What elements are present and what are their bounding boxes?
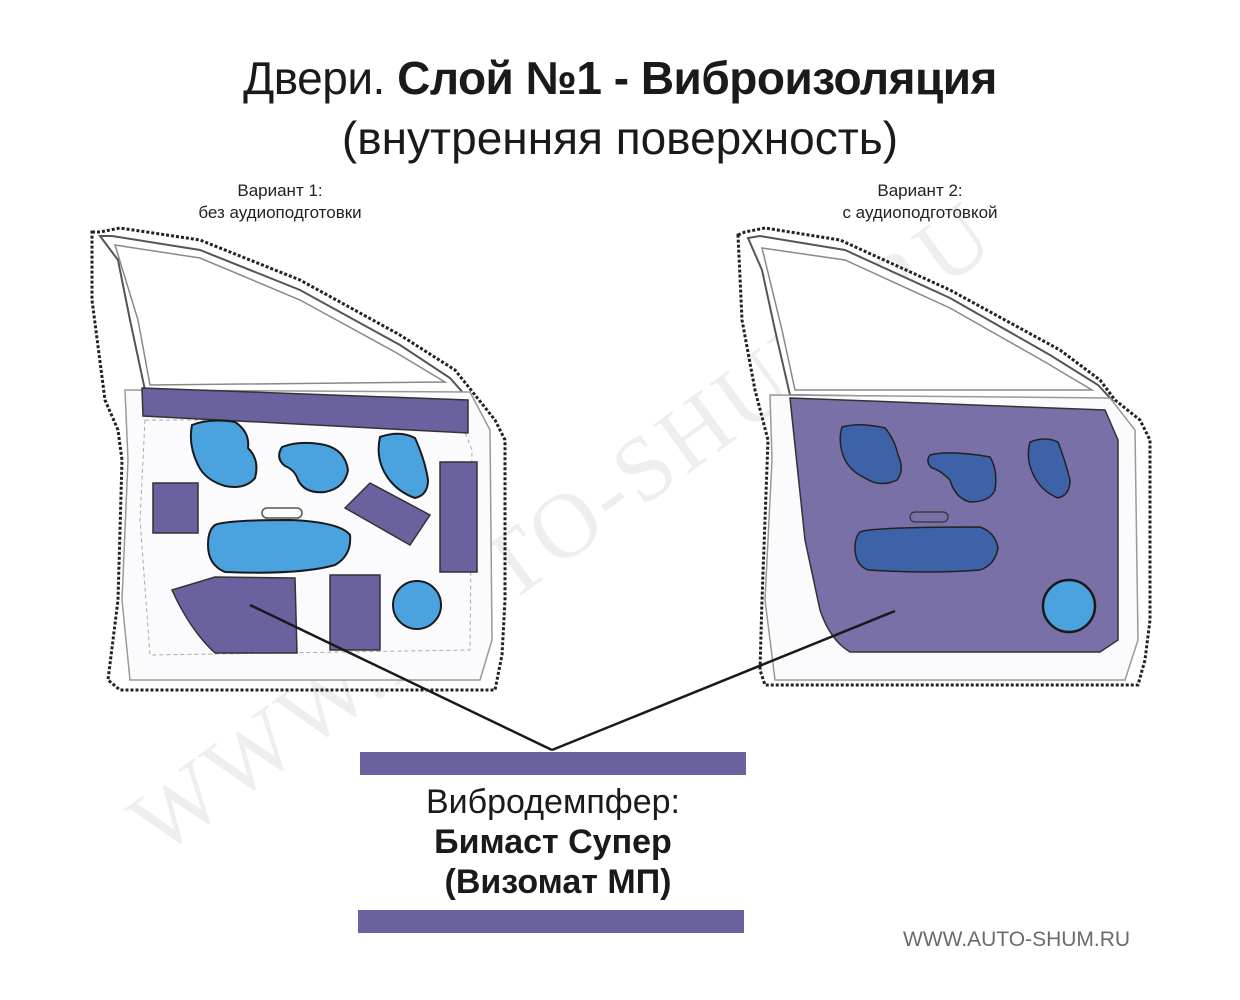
page-title: Двери. Слой №1 - Виброизоляция: [0, 52, 1240, 104]
speaker-opening-1: [392, 580, 442, 630]
legend-label: Вибродемпфер:: [426, 783, 680, 821]
damper-patch-mid-right: [343, 482, 432, 546]
damper-patch-left: [152, 482, 199, 534]
opening-2: [278, 441, 350, 494]
variant-1-description: без аудиоподготовки: [198, 203, 362, 222]
door-1-outline: [90, 226, 507, 692]
footer-site-url: WWW.AUTO-SHUM.RU: [903, 928, 1131, 951]
title-regular: Двери.: [243, 52, 398, 104]
damper-strip-top: [141, 387, 469, 434]
door-variant-1: [90, 226, 507, 692]
opening-dark-2: [927, 452, 997, 503]
opening-dark-3: [1027, 438, 1071, 499]
door-variant-2: [736, 226, 1152, 687]
variant-2-caption: Вариант 2: с аудиоподготовкой: [790, 180, 1050, 224]
variant-1-label: Вариант 1:: [237, 181, 323, 200]
legend-alt-material: (Визомат МП): [444, 863, 672, 901]
legend-swatch-bottom: [358, 910, 744, 933]
damper-patch-bottom-mid: [329, 574, 381, 651]
damper-patch-right-vertical: [439, 461, 478, 573]
variant-2-label: Вариант 2:: [877, 181, 963, 200]
opening-1: [189, 419, 258, 488]
title-bold: Слой №1 - Виброизоляция: [397, 52, 997, 104]
page-subtitle: (внутренняя поверхность): [341, 112, 899, 164]
damper-patch-bottom-left: [170, 576, 298, 654]
opening-dark-1: [839, 424, 902, 485]
legend-material: Бимаст Супер: [434, 823, 672, 861]
opening-dark-4: [854, 526, 999, 573]
opening-4: [206, 518, 352, 574]
legend-swatch-top: [360, 752, 746, 775]
variant-2-description: с аудиоподготовкой: [842, 203, 998, 222]
pointer-line-1: [249, 603, 553, 752]
variant-1-caption: Вариант 1: без аудиоподготовки: [150, 180, 410, 224]
opening-3: [377, 432, 430, 500]
speaker-opening-2: [1041, 578, 1097, 634]
pointer-line-2: [551, 609, 896, 752]
